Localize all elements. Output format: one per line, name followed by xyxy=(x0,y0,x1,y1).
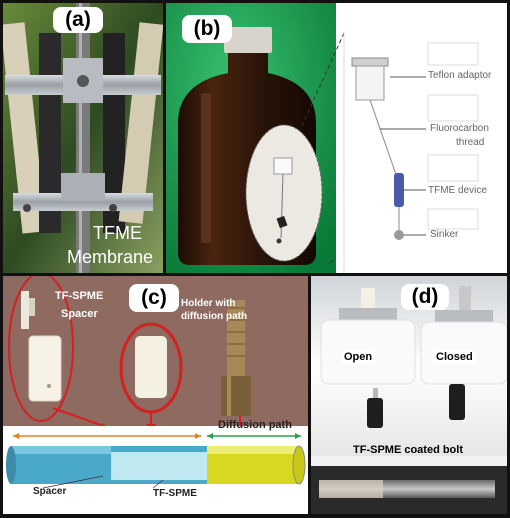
tf-spme-bottom-label: TF-SPME xyxy=(153,488,197,499)
panel-a-photo xyxy=(3,3,163,273)
panel-c-drawing xyxy=(3,276,308,514)
panel-c-badge: (c) xyxy=(129,284,179,312)
panel-d: (d) Open Closed TF-SPME coated bolt xyxy=(311,276,507,514)
panel-a-badge: (a) xyxy=(53,7,103,33)
panel-d-photo xyxy=(311,276,507,514)
holder-label-line2: diffusion path xyxy=(181,311,248,322)
panel-d-badge: (d) xyxy=(401,284,449,310)
bolt-label: TF-SPME coated bolt xyxy=(353,444,463,456)
thread-label-line1: Fluorocarbon xyxy=(430,123,489,134)
panel-b-photo xyxy=(166,3,507,273)
spacer-bottom-label: Spacer xyxy=(33,486,67,497)
device-label: TFME device xyxy=(428,185,487,196)
panel-a: (a) TFME Membrane xyxy=(3,3,163,273)
adaptor-label: Teflon adaptor xyxy=(428,70,492,81)
panel-a-caption-line1: TFME xyxy=(93,223,142,243)
tf-spme-label: TF-SPME xyxy=(55,290,104,302)
closed-label: Closed xyxy=(433,350,476,364)
holder-label-line1: Holder with xyxy=(181,298,236,309)
panel-c: (c) TF-SPME Spacer Holder with diffusion… xyxy=(3,276,308,514)
panel-b-badge: (b) xyxy=(182,15,232,43)
sinker-label: Sinker xyxy=(430,229,459,240)
spacer-label: Spacer xyxy=(61,308,98,320)
panel-b: (b) Teflon adaptor Fluorocarbon thread T… xyxy=(166,3,507,273)
panel-a-caption-line2: Membrane xyxy=(67,247,154,267)
open-label: Open xyxy=(341,350,376,364)
thread-label-line2: thread xyxy=(456,137,485,148)
diffusion-path-label: Diffusion path xyxy=(218,419,292,431)
